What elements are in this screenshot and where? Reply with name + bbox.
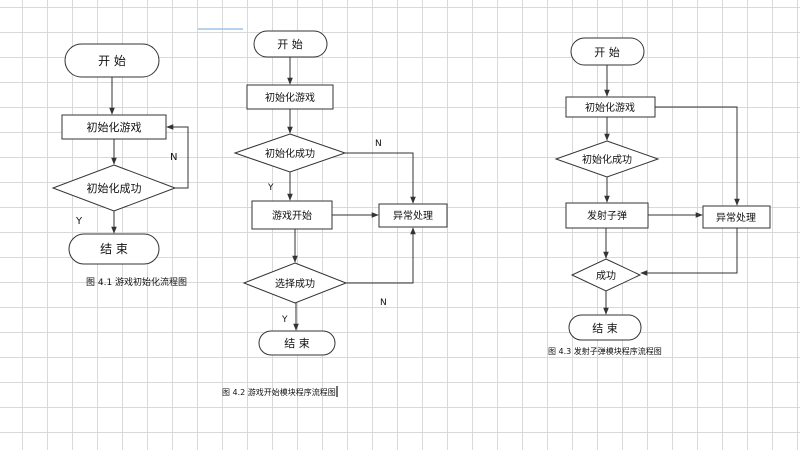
d2-arrow-no-error <box>345 152 416 204</box>
d1-no-label: N <box>170 152 177 163</box>
d3-check-init-label: 初始化成功 <box>582 153 632 166</box>
d3-start-label: 开 始 <box>594 45 620 59</box>
d2-end-label: 结 束 <box>284 337 310 350</box>
d2-end-node[interactable] <box>258 330 336 356</box>
d2-check-select-node[interactable] <box>242 262 348 304</box>
d2-yes-label-1: Y <box>267 183 274 193</box>
d2-no-label-1: N <box>375 139 382 149</box>
d2-init-label: 初始化游戏 <box>265 91 315 104</box>
d1-check-label: 初始化成功 <box>87 181 142 195</box>
d1-caption: 图 4.1 游戏初始化流程图 <box>86 276 187 288</box>
flowchart-3: 开 始 初始化游戏 初始化成功 发射子弹 异常处理 成功 结 束 图 4.3 发… <box>548 37 771 356</box>
d2-game-start-label: 游戏开始 <box>272 209 312 222</box>
d2-caption: 图 4.2 游戏开始模块程序流程图 <box>222 387 336 397</box>
d3-caption: 图 4.3 发射子弹模块程序流程图 <box>548 346 662 356</box>
d3-end-label: 结 束 <box>592 322 618 335</box>
d1-yes-label: Y <box>75 216 83 227</box>
d2-yes-label-2: Y <box>281 315 288 325</box>
d1-init-label: 初始化游戏 <box>87 120 142 134</box>
d2-error-node[interactable] <box>378 203 448 228</box>
d2-check-select-label: 选择成功 <box>275 277 315 290</box>
d2-arrow-select-error <box>346 227 416 284</box>
d2-no-label-2: N <box>380 298 387 308</box>
d2-game-start-node[interactable] <box>251 200 333 230</box>
d2-check-init-label: 初始化成功 <box>265 147 315 160</box>
d1-start-label: 开 始 <box>98 54 126 68</box>
d1-end-node[interactable] <box>68 233 160 265</box>
flowchart-1: 开 始 初始化游戏 初始化成功 N Y 结 束 图 4.1 游戏初始化流程图 <box>51 43 189 288</box>
d1-arrow-no-loop <box>166 124 189 189</box>
d1-init-node[interactable] <box>61 114 167 140</box>
d1-end-label: 结 束 <box>100 242 128 256</box>
d3-check-success-label: 成功 <box>596 270 616 282</box>
d3-error-label: 异常处理 <box>716 211 756 224</box>
d3-arrow-init-error <box>655 106 740 206</box>
d3-init-label: 初始化游戏 <box>585 101 635 114</box>
d2-start-label: 开 始 <box>277 37 303 51</box>
d3-fire-label: 发射子弹 <box>587 209 627 222</box>
d3-end-node[interactable] <box>568 314 642 341</box>
d2-error-label: 异常处理 <box>393 209 433 222</box>
flowchart-2: 开 始 初始化游戏 初始化成功 N Y 游戏开始 异常处理 选择成功 N Y 结… <box>222 30 448 397</box>
d3-arrow-error-success <box>640 228 738 276</box>
